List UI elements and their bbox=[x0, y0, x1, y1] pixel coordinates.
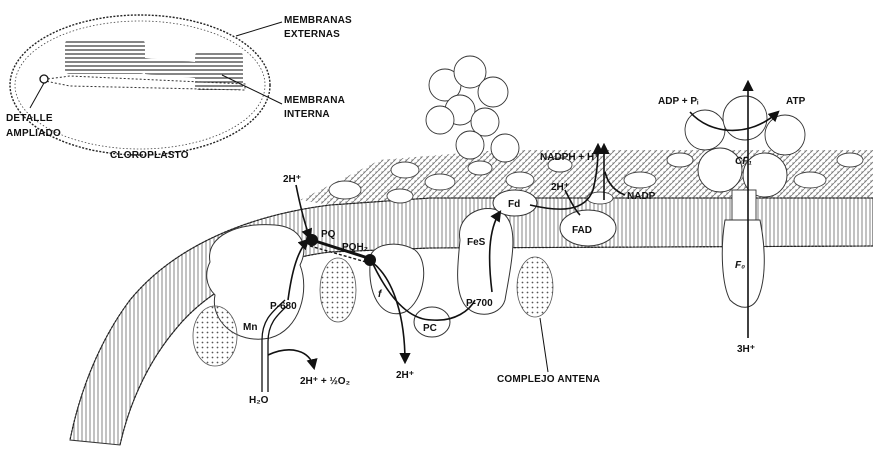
label-adp: ADP + Pᵢ bbox=[658, 96, 699, 107]
label-2h-mid: 2H⁺ bbox=[551, 182, 569, 193]
grana-stack-left bbox=[65, 40, 145, 74]
antenna-lhc-left bbox=[193, 306, 237, 366]
antenna-lhc-mid bbox=[320, 258, 356, 322]
label-pc: PC bbox=[423, 323, 437, 334]
pq-dot bbox=[306, 234, 318, 246]
label-membrana-interna-2: INTERNA bbox=[284, 109, 330, 120]
label-3h: 3H⁺ bbox=[737, 344, 755, 355]
label-cf1: CF₁ bbox=[735, 156, 752, 167]
label-detalle-ampliado-2: AMPLIADO bbox=[6, 128, 61, 139]
label-fes: FeS bbox=[467, 237, 486, 248]
label-h2o: H₂O bbox=[249, 395, 269, 406]
label-mn: Mn bbox=[243, 322, 257, 333]
detail-marker bbox=[40, 75, 48, 83]
label-membrana-interna-1: MEMBRANA bbox=[284, 95, 345, 106]
label-detalle-ampliado-1: DETALLE bbox=[6, 113, 53, 124]
label-complejo-antena: COMPLEJO ANTENA bbox=[497, 374, 600, 385]
label-atp: ATP bbox=[786, 96, 806, 107]
chloroplast-inset: MEMBRANAS EXTERNAS MEMBRANA INTERNA DETA… bbox=[6, 15, 352, 161]
label-p700: P-700 bbox=[466, 298, 493, 309]
pqh2-dot bbox=[364, 254, 376, 266]
leader-outer-membranes bbox=[236, 22, 282, 36]
label-nadph: NADPH + H⁺ bbox=[540, 152, 599, 163]
label-cloroplasto: CLOROPLASTO bbox=[110, 150, 189, 161]
label-membranas-externas-1: MEMBRANAS bbox=[284, 15, 352, 26]
label-membranas-externas-2: EXTERNAS bbox=[284, 29, 340, 40]
label-p680: P-680 bbox=[270, 301, 297, 312]
label-2h-bottom: 2H⁺ bbox=[396, 370, 414, 381]
psi-sphere-cluster bbox=[426, 56, 519, 162]
label-2h-top: 2H⁺ bbox=[283, 174, 301, 185]
label-pq: PQ bbox=[321, 229, 336, 240]
grana-stack-right bbox=[195, 52, 243, 90]
label-pqh2: PQH₂ bbox=[342, 242, 368, 253]
antenna-complex bbox=[517, 257, 553, 317]
label-f0: F₀ bbox=[735, 260, 745, 271]
label-water-products: 2H⁺ + ½O₂ bbox=[300, 376, 350, 387]
label-fad: FAD bbox=[572, 225, 592, 236]
label-nadp: NADP bbox=[627, 191, 656, 202]
label-fd: Fd bbox=[508, 199, 520, 210]
